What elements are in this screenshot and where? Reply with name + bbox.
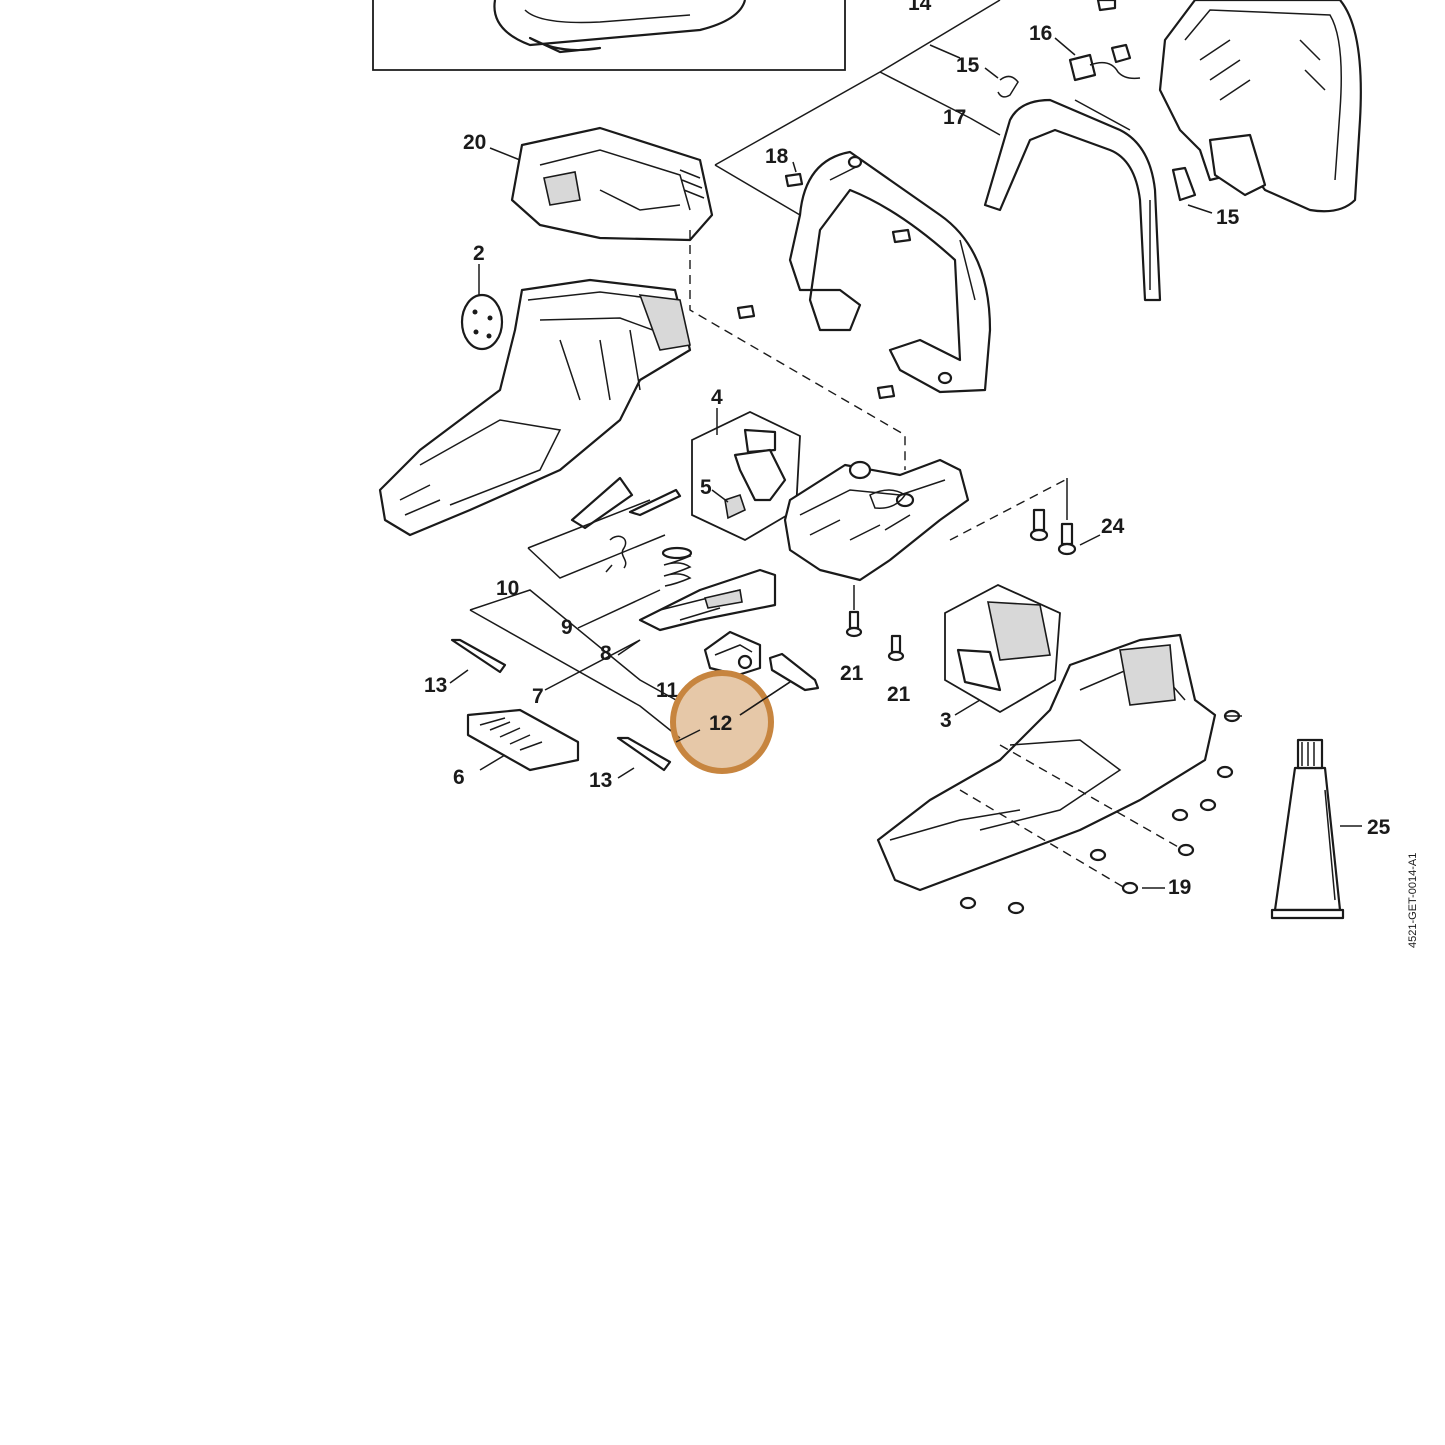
part-11-switch [703, 630, 762, 677]
callout-18: 18 [765, 145, 789, 168]
part-10-lever [527, 476, 682, 579]
callout-15b: 15 [1216, 206, 1240, 229]
callout-14: 14 [908, 0, 932, 15]
callout-5: 5 [700, 476, 712, 499]
part-20-upper-cover [489, 126, 714, 242]
part-6-filter [466, 708, 580, 772]
part-2-disc [460, 264, 504, 351]
callout-24: 24 [1101, 515, 1125, 538]
callout-3: 3 [940, 709, 952, 732]
highlight-ring [670, 670, 774, 774]
callout-25: 25 [1367, 816, 1391, 839]
part-14-rear-handle [1158, 0, 1362, 214]
part-8-slider [638, 568, 777, 632]
part-19-screws [959, 709, 1242, 915]
document-id: 4521-GET-0014-A1 [1407, 853, 1419, 948]
gear-housing [783, 458, 970, 582]
callout-9: 9 [561, 616, 573, 639]
part-13-strips [449, 638, 672, 779]
upper-leaders [714, 0, 1001, 216]
part-16-switch-cable [1054, 0, 1141, 82]
callout-19: 19 [1168, 876, 1191, 899]
part-17-bow [969, 98, 1162, 302]
callout-12: 12 [709, 712, 732, 735]
part-3-box [944, 583, 1061, 716]
callout-8: 8 [600, 642, 612, 665]
callout-13a: 13 [424, 674, 447, 697]
callout-2: 2 [473, 242, 485, 265]
part-18-front-handle [689, 150, 992, 470]
left-housing-half [378, 278, 692, 537]
callout-15a: 15 [956, 54, 980, 77]
callout-16: 16 [1029, 22, 1052, 45]
callout-11: 11 [656, 679, 679, 702]
right-housing-half [876, 633, 1217, 892]
part-21-screws [845, 585, 905, 662]
part-25-tube [1270, 738, 1362, 920]
callout-13b: 13 [589, 769, 612, 792]
callout-labels: 2 3 4 5 6 7 8 9 10 11 13 13 14 15 15 16 … [424, 0, 1391, 899]
callout-6: 6 [453, 766, 465, 789]
callout-10: 10 [496, 577, 519, 600]
part-24-screws [949, 478, 1101, 556]
callout-20: 20 [463, 131, 486, 154]
inset-frame [372, 0, 846, 71]
callout-7: 7 [532, 685, 544, 708]
callout-17: 17 [943, 106, 966, 129]
part-4-trigger-box [691, 408, 801, 542]
part-15-clip [984, 67, 1019, 98]
highlighted-callout-12[interactable]: 12 [670, 670, 791, 774]
callout-21a: 21 [840, 662, 864, 685]
callout-21b: 21 [887, 683, 911, 706]
part-12-contact [768, 652, 820, 692]
callout-4: 4 [711, 386, 723, 409]
part-9-spring [661, 546, 693, 587]
